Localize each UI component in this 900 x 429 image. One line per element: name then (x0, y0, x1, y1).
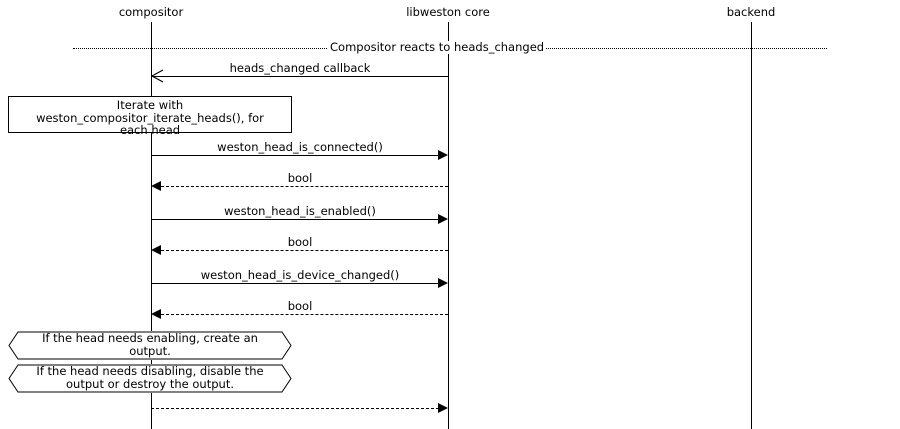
divider-caption: Compositor reacts to heads_changed (328, 40, 547, 54)
arrowhead-filled-left-bool-device-changed (151, 309, 161, 319)
message-line-bool-connected (161, 186, 448, 187)
hexagon-outline-disable-head (8, 364, 292, 393)
condition-disable-head: If the head needs disabling, disable the… (8, 364, 292, 393)
message-label-heads-changed-callback: heads_changed callback (229, 61, 371, 75)
condition-text-disable-head: If the head needs disabling, disable the… (36, 364, 264, 391)
message-line-weston-head-is-enabled (151, 219, 439, 220)
message-label-weston-head-is-connected: weston_head_is_connected() (217, 140, 383, 154)
message-label-weston-head-is-device-changed: weston_head_is_device_changed() (200, 268, 400, 282)
condition-enable-head: If the head needs enabling, create an ou… (8, 331, 292, 360)
message-label-bool-device-changed: bool (287, 299, 313, 313)
arrowhead-filled-right-weston-head-is-connected (438, 150, 448, 160)
participant-label-compositor: compositor (118, 5, 184, 19)
arrowhead-filled-right-weston-head-is-enabled (438, 214, 448, 224)
message-line-bool-device-changed (161, 314, 448, 315)
note-iterate-heads: Iterate with weston_compositor_iterate_h… (8, 96, 292, 136)
message-line-final-return (151, 408, 439, 409)
arrowhead-filled-right-weston-head-is-device-changed (438, 278, 448, 288)
condition-text-enable-head: If the head needs enabling, create an ou… (42, 331, 258, 358)
participant-label-libweston-core: libweston core (406, 5, 490, 19)
arrowhead-open-left-heads-changed-callback (151, 69, 163, 83)
lifeline-compositor (151, 22, 152, 429)
lifeline-backend (751, 22, 752, 429)
arrowhead-filled-left-bool-connected (151, 181, 161, 191)
message-label-bool-connected: bool (287, 171, 313, 185)
hexagon-outline-enable-head (8, 331, 292, 360)
arrowhead-filled-right-final-return (438, 403, 448, 413)
message-line-heads-changed-callback (151, 76, 448, 77)
message-label-weston-head-is-enabled: weston_head_is_enabled() (224, 204, 376, 218)
message-line-weston-head-is-connected (151, 155, 439, 156)
participant-label-backend: backend (726, 5, 776, 19)
message-line-bool-enabled (161, 250, 448, 251)
arrowhead-filled-left-bool-enabled (151, 245, 161, 255)
message-line-weston-head-is-device-changed (151, 283, 439, 284)
lifeline-libweston-core (448, 22, 449, 429)
message-label-bool-enabled: bool (287, 235, 313, 249)
